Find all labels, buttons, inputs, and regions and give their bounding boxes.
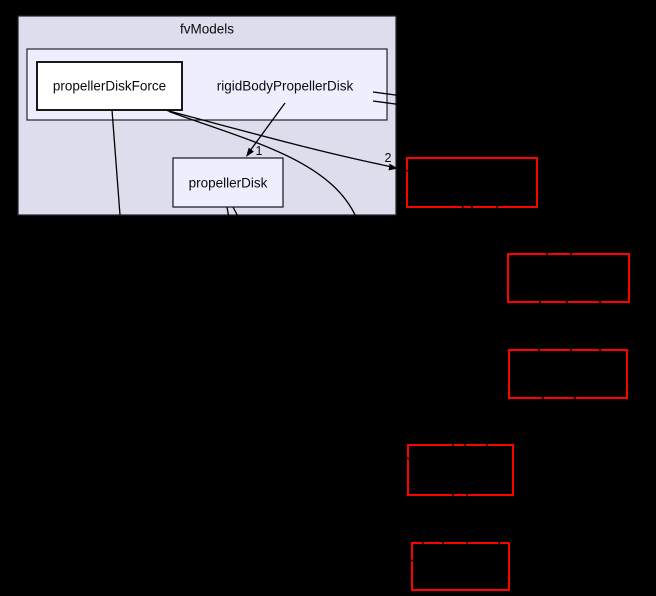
node-propellerdiskforce[interactable]: propellerDiskForce [36, 61, 183, 111]
node-propellerdiskforce-box[interactable] [36, 61, 183, 111]
edge-count-dep-box-1[interactable]: 2 [385, 151, 392, 165]
node-propellerdisk-label[interactable]: propellerDisk [189, 176, 268, 191]
edge-count-labels: 2 1 [256, 144, 392, 165]
edge-to-propellerdisk [248, 102, 286, 152]
edges [111, 91, 400, 218]
node-propellerdiskforce-label[interactable]: propellerDiskForce [53, 79, 166, 94]
edge-propellerdiskforce-down [111, 109, 121, 216]
cluster-fvmodels-label[interactable]: fvModels [180, 22, 234, 37]
external-dependency-nodes [406, 157, 630, 591]
node-dep-box-2[interactable] [507, 253, 630, 303]
edge-stubs-dep-box-3 [537, 347, 602, 401]
node-dep-box-1[interactable] [406, 157, 538, 208]
edge-stubs-dep-box-4 [405, 442, 489, 498]
node-dep-box-5[interactable] [411, 542, 510, 591]
edge-stubs-dep-box-2 [538, 251, 602, 305]
edge-stubs-dep-box-5 [409, 540, 501, 563]
node-dep-box-4[interactable] [407, 444, 514, 496]
edge-stub-ticks [404, 169, 602, 563]
edge-stub-propellerdisk-left [226, 206, 230, 216]
edge-down-right-curve [168, 110, 357, 218]
edge-stub-right-lower [372, 100, 400, 106]
edge-stubs-dep-box-1 [404, 169, 499, 210]
node-propellerdisk-box[interactable] [172, 157, 284, 208]
edge-to-dep-box-1-arrowhead [388, 163, 398, 171]
node-propellerdisk[interactable]: propellerDisk [172, 157, 284, 208]
edge-to-dep-box-1 [166, 109, 391, 168]
cluster-rigidbodypropellerdisk-label: rigidBodyPropellerDisk [217, 79, 354, 94]
node-dep-box-3[interactable] [508, 349, 628, 399]
edge-count-propellerdisk[interactable]: 1 [256, 144, 263, 158]
edge-to-propellerdisk-arrowhead [246, 147, 254, 157]
edge-stub-right-upper [372, 91, 400, 97]
edge-stub-propellerdisk-right [232, 206, 239, 216]
